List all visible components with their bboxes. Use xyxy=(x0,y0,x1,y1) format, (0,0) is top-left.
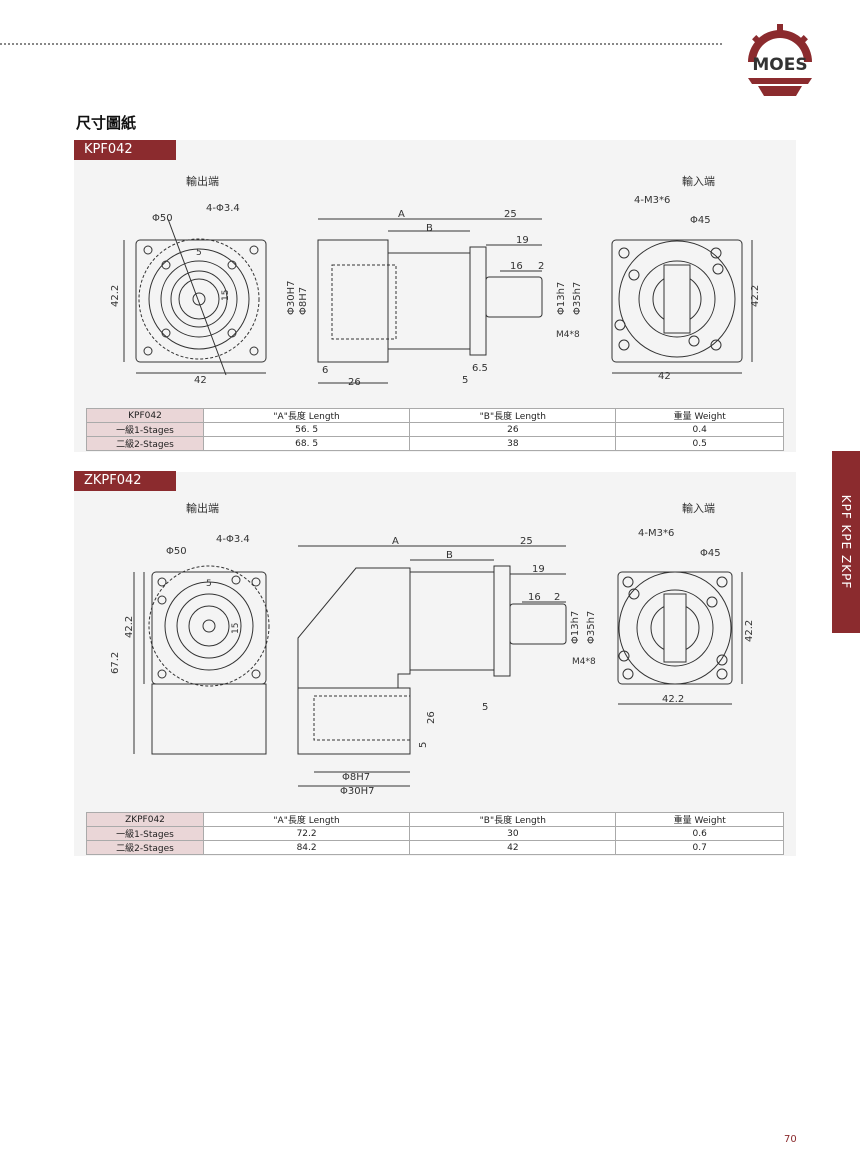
table-row: 二級2-Stages 68. 5 38 0.5 xyxy=(86,436,784,451)
svg-text:5: 5 xyxy=(196,248,202,258)
svg-text:B: B xyxy=(446,550,453,561)
svg-text:Φ50: Φ50 xyxy=(166,546,187,557)
svg-text:輸出端: 輸出端 xyxy=(186,174,219,188)
zkpf-spec-table: ZKPF042 "A"長度 Length "B"長度 Length 重量 Wei… xyxy=(86,812,784,855)
svg-text:4-M3*6: 4-M3*6 xyxy=(634,195,670,206)
zkpf-model-tag: ZKPF042 xyxy=(74,471,176,491)
moes-logo: MOES xyxy=(748,24,812,96)
svg-text:42: 42 xyxy=(194,375,207,386)
svg-text:6: 6 xyxy=(322,365,328,376)
svg-text:2: 2 xyxy=(538,261,544,272)
table-row: 二級2-Stages 84.2 42 0.7 xyxy=(86,840,784,855)
table-row: 一級1-Stages 56. 5 26 0.4 xyxy=(86,422,784,437)
svg-text:Φ8H7: Φ8H7 xyxy=(298,287,309,315)
svg-text:Φ13h7: Φ13h7 xyxy=(570,611,581,644)
svg-text:42: 42 xyxy=(658,371,671,382)
svg-text:26: 26 xyxy=(348,377,361,388)
svg-text:2: 2 xyxy=(554,592,560,603)
svg-text:25: 25 xyxy=(520,536,533,547)
svg-text:42.2: 42.2 xyxy=(662,694,684,705)
svg-text:19: 19 xyxy=(516,235,529,246)
svg-text:A: A xyxy=(398,209,405,220)
svg-text:M4*8: M4*8 xyxy=(572,657,596,667)
section-title: 尺寸圖紙 xyxy=(76,114,137,132)
svg-text:Φ35h7: Φ35h7 xyxy=(572,282,583,315)
svg-text:Φ30H7: Φ30H7 xyxy=(286,281,297,315)
svg-text:16: 16 xyxy=(510,261,523,272)
svg-text:5: 5 xyxy=(462,375,468,386)
svg-text:Φ45: Φ45 xyxy=(700,548,721,559)
svg-text:MOES: MOES xyxy=(752,55,807,75)
svg-text:25: 25 xyxy=(504,209,517,220)
zkpf-drawing: 輸出端 輸入端 Φ50 4-Φ3.4 5 15 42.2 67.2 A B xyxy=(110,501,755,797)
svg-text:5: 5 xyxy=(206,579,212,589)
svg-text:16: 16 xyxy=(528,592,541,603)
svg-text:26: 26 xyxy=(426,711,437,724)
header-dotted-rule xyxy=(0,43,722,45)
kpf-spec-table: KPF042 "A"長度 Length "B"長度 Length 重量 Weig… xyxy=(86,408,784,451)
svg-text:4-Φ3.4: 4-Φ3.4 xyxy=(216,534,250,545)
svg-text:Φ35h7: Φ35h7 xyxy=(586,611,597,644)
svg-text:Φ45: Φ45 xyxy=(690,215,711,226)
svg-text:輸入端: 輸入端 xyxy=(682,174,715,188)
svg-text:4-Φ3.4: 4-Φ3.4 xyxy=(206,203,240,214)
kpf-drawing: 輸出端 輸入端 Φ50 4-Φ3.4 5 15 42.2 42 A B xyxy=(110,174,761,388)
svg-text:5: 5 xyxy=(418,742,429,748)
side-tab: KPF KPE ZKPF xyxy=(832,451,860,633)
svg-text:輸出端: 輸出端 xyxy=(186,501,219,515)
page-number: 70 xyxy=(784,1134,797,1145)
svg-text:5: 5 xyxy=(482,702,488,713)
svg-text:42.2: 42.2 xyxy=(750,285,761,307)
svg-text:Φ13h7: Φ13h7 xyxy=(556,282,567,315)
svg-text:42.2: 42.2 xyxy=(124,616,135,638)
svg-text:Φ50: Φ50 xyxy=(152,213,173,224)
svg-text:42.2: 42.2 xyxy=(110,285,121,307)
svg-text:67.2: 67.2 xyxy=(110,652,121,674)
zkpf-panel xyxy=(74,472,796,856)
svg-text:4-M3*6: 4-M3*6 xyxy=(638,528,674,539)
svg-text:輸入端: 輸入端 xyxy=(682,501,715,515)
svg-text:6.5: 6.5 xyxy=(472,363,488,374)
table-row: 一級1-Stages 72.2 30 0.6 xyxy=(86,826,784,841)
svg-text:15: 15 xyxy=(221,290,231,301)
svg-text:19: 19 xyxy=(532,564,545,575)
svg-text:M4*8: M4*8 xyxy=(556,330,580,340)
svg-text:A: A xyxy=(392,536,399,547)
svg-text:Φ8H7: Φ8H7 xyxy=(342,772,370,783)
svg-text:15: 15 xyxy=(231,623,241,634)
svg-text:B: B xyxy=(426,223,433,234)
svg-text:42.2: 42.2 xyxy=(744,620,755,642)
kpf-model-tag: KPF042 xyxy=(74,140,176,160)
svg-text:Φ30H7: Φ30H7 xyxy=(340,786,374,797)
